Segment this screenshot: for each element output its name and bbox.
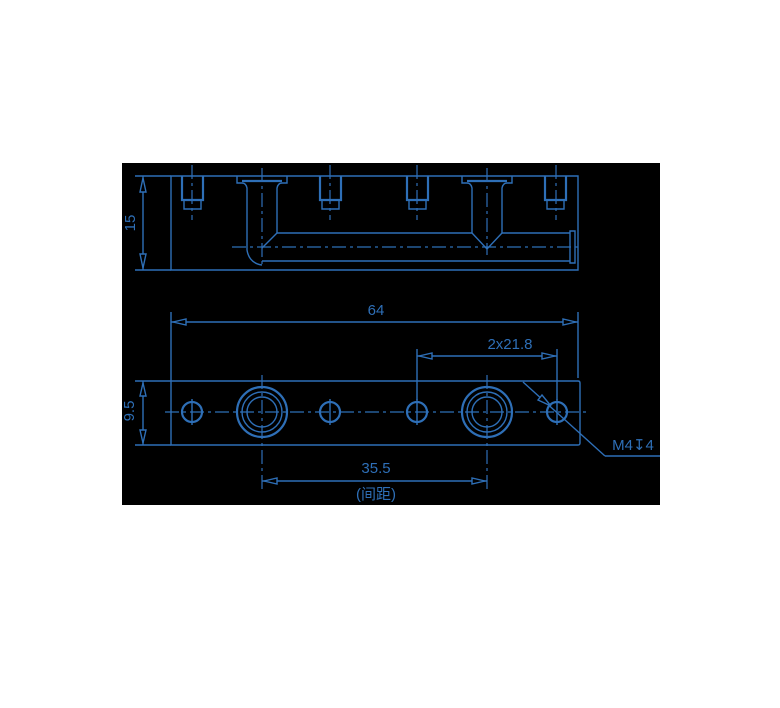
thread-callout: M4↧4 bbox=[612, 437, 654, 454]
spacing-dimension-label: 35.5 bbox=[361, 460, 390, 477]
spacing-note: (间距) bbox=[356, 486, 396, 503]
front-view: 64 2x21.8 9.5 bbox=[121, 302, 660, 503]
drawing-panel bbox=[122, 163, 660, 505]
threaded-hole-section bbox=[405, 165, 430, 220]
thread-leader bbox=[522, 381, 660, 457]
port-section-left bbox=[236, 168, 288, 268]
top-view-body bbox=[170, 175, 579, 271]
threaded-hole bbox=[405, 399, 429, 425]
threaded-hole bbox=[318, 399, 342, 425]
threaded-hole-section bbox=[543, 165, 568, 220]
threaded-hole-section bbox=[180, 165, 205, 220]
height-dimension-label: 15 bbox=[122, 215, 139, 232]
length-dimension-label: 64 bbox=[368, 302, 385, 319]
front-view-body bbox=[170, 380, 581, 446]
internal-channel bbox=[232, 230, 582, 264]
pitch-dimension-label: 2x21.8 bbox=[487, 336, 532, 353]
port-counterbore-left bbox=[235, 375, 289, 490]
top-view: 15 bbox=[122, 165, 582, 271]
port-counterbore-right bbox=[460, 375, 514, 490]
threaded-hole-section bbox=[318, 165, 343, 220]
threaded-hole bbox=[180, 399, 204, 425]
port-section-right bbox=[461, 168, 513, 255]
width-dimension-label: 9.5 bbox=[121, 401, 138, 422]
